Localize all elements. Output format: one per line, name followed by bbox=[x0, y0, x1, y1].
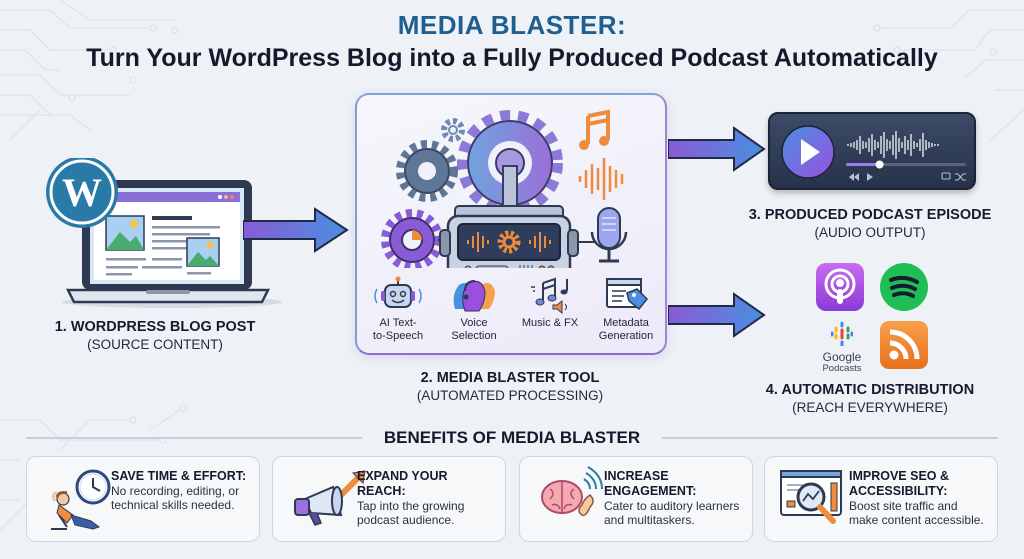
tool-features: AI Text- to-Speech Voice Selection Music… bbox=[362, 275, 662, 343]
step-1-label: 1. WORDPRESS BLOG POST bbox=[54, 319, 256, 335]
step-3-sub: (AUDIO OUTPUT) bbox=[814, 225, 926, 240]
microphone-icon bbox=[590, 207, 628, 263]
google-podcasts-icon bbox=[830, 321, 854, 347]
benefit-card-save-time: SAVE TIME & EFFORT: No recording, editin… bbox=[26, 456, 260, 542]
svg-text:W: W bbox=[62, 170, 102, 215]
apple-podcasts-icon bbox=[816, 263, 864, 311]
benefit-card-increase-engagement: INCREASE ENGAGEMENT: Cater to auditory l… bbox=[519, 456, 753, 542]
cast-icon[interactable] bbox=[941, 172, 951, 180]
play-button[interactable] bbox=[781, 125, 835, 179]
progress-handle[interactable] bbox=[875, 160, 884, 169]
divider-right bbox=[662, 437, 998, 439]
step-4-sub: (REACH EVERYWHERE) bbox=[792, 400, 948, 415]
waveform-icon bbox=[847, 131, 939, 159]
wordpress-logo-icon: W bbox=[46, 158, 118, 228]
progress-fill bbox=[846, 163, 880, 166]
feature-voice-selection: Voice Selection bbox=[438, 275, 510, 343]
voices-icon bbox=[453, 280, 495, 312]
feature-ai-text-to-speech: AI Text- to-Speech bbox=[362, 275, 434, 343]
benefits-heading: BENEFITS OF MEDIA BLASTER bbox=[383, 428, 641, 447]
gear-icon bbox=[396, 140, 458, 202]
feature-metadata-generation: Metadata Generation bbox=[590, 275, 662, 343]
step-2-label: 2. MEDIA BLASTER TOOL bbox=[420, 370, 600, 386]
music-note-icon bbox=[579, 109, 610, 150]
arrow-step2-to-step3 bbox=[668, 126, 766, 172]
step-2-sub: (AUTOMATED PROCESSING) bbox=[416, 388, 604, 403]
metadata-tag-icon bbox=[606, 278, 649, 311]
feature-music-fx: Music & FX bbox=[514, 275, 586, 343]
megaphone-icon bbox=[294, 470, 366, 526]
step-1-sub: (SOURCE CONTENT) bbox=[87, 337, 223, 352]
play-small-icon[interactable] bbox=[867, 173, 873, 181]
rss-icon bbox=[880, 321, 928, 369]
music-notes-icon bbox=[531, 277, 568, 315]
google-podcasts-logo: Google Podcasts bbox=[814, 321, 870, 374]
shuffle-icon[interactable] bbox=[955, 173, 966, 181]
seo-magnifier-icon bbox=[780, 470, 842, 524]
benefit-card-improve-seo: IMPROVE SEO & ACCESSIBILITY: Boost site … bbox=[764, 456, 998, 542]
arrow-step1-to-step2 bbox=[243, 207, 349, 253]
gear-icon bbox=[457, 110, 563, 216]
robot-icon bbox=[374, 276, 422, 308]
processing-machine-icon bbox=[381, 109, 628, 268]
play-icon bbox=[801, 139, 820, 165]
divider-left bbox=[26, 437, 362, 439]
page-title: MEDIA BLASTER: bbox=[397, 10, 627, 40]
gear-icon bbox=[441, 118, 465, 142]
brain-ear-icon bbox=[541, 466, 603, 517]
step-3-label: 3. PRODUCED PODCAST EPISODE bbox=[748, 207, 992, 223]
relaxing-clock-icon bbox=[51, 469, 111, 530]
page-subtitle: Turn Your WordPress Blog into a Fully Pr… bbox=[86, 44, 938, 72]
arrow-step2-to-step4 bbox=[668, 292, 766, 338]
spotify-icon bbox=[880, 263, 928, 311]
waveform-icon bbox=[578, 158, 624, 200]
benefit-card-expand-reach: EXPAND YOUR REACH: Tap into the growing … bbox=[272, 456, 506, 542]
podcast-player bbox=[768, 112, 976, 190]
wordpress-laptop-icon: W bbox=[46, 158, 282, 308]
rewind-icon[interactable] bbox=[849, 173, 859, 181]
gear-icon bbox=[381, 209, 443, 268]
step-4-label: 4. AUTOMATIC DISTRIBUTION bbox=[765, 382, 975, 398]
